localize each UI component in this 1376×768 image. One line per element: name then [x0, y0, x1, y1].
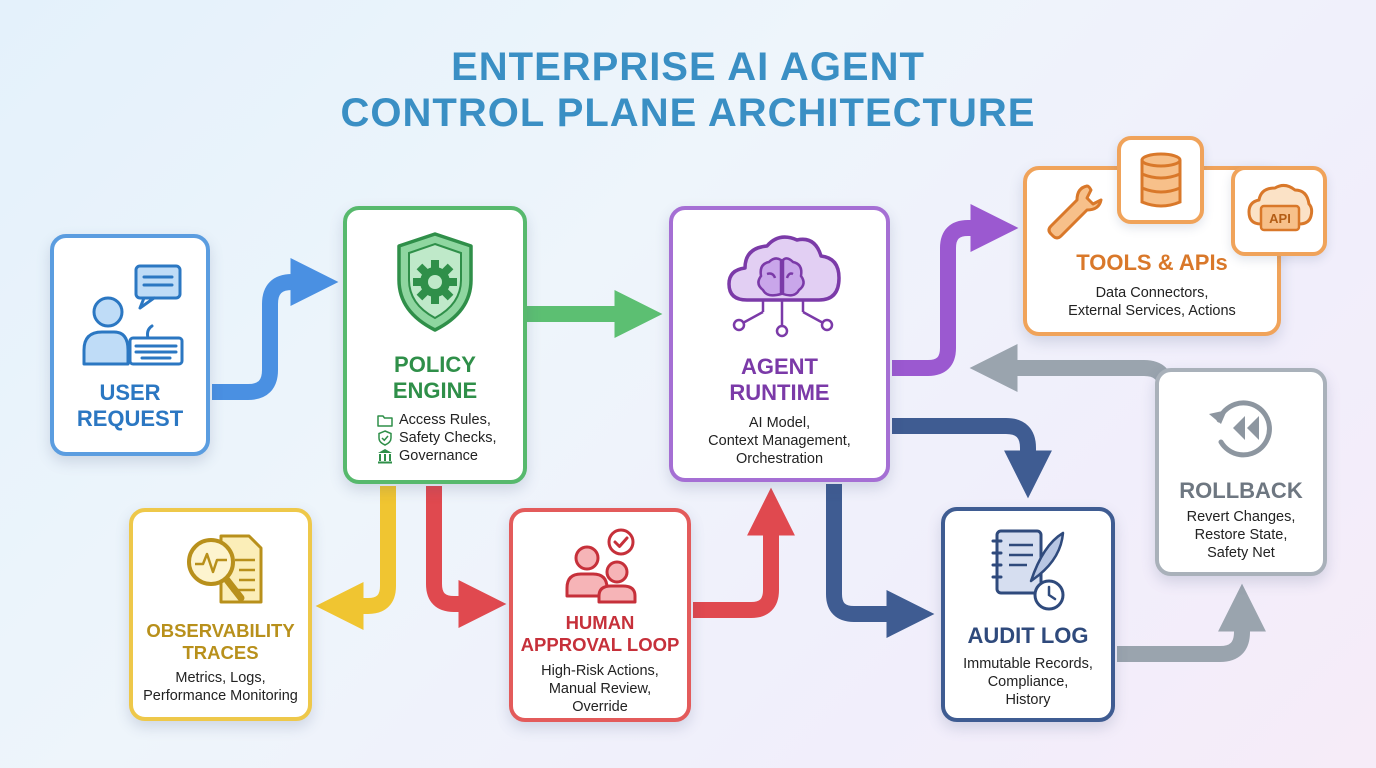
audit-log-desc-line: History	[1005, 692, 1051, 708]
rollback-node: ROLLBACK Revert Changes, Restore State, …	[1155, 368, 1327, 576]
arrow-agent-down-to-audit-log	[826, 484, 935, 638]
brain-cloud-icon	[727, 235, 841, 338]
cloud-api-box: API	[1231, 166, 1327, 256]
notebook-quill-clock-icon	[991, 529, 1065, 611]
human-approval-desc-line: Manual Review,	[548, 681, 652, 697]
audit-log-desc-line: Immutable Records,	[963, 656, 1093, 672]
arrow-agent-to-tools	[892, 204, 1019, 376]
audit-log-node: AUDIT LOG Immutable Records, Compliance,…	[941, 507, 1115, 722]
observability-traces-node: OBSERVABILITY TRACES Metrics, Logs, Perf…	[129, 508, 312, 721]
observability-heading-line-1: OBSERVABILITY	[146, 620, 295, 641]
agent-runtime-desc-line: AI Model,	[748, 415, 811, 431]
human-approval-heading-line-2: APPROVAL LOOP	[520, 634, 680, 655]
policy-item: Governance	[347, 447, 523, 465]
user-with-chat-and-keyboard-icon	[82, 264, 184, 366]
policy-item-safety-checks: Safety Checks,	[399, 430, 497, 446]
agent-runtime-desc-line: Context Management,	[708, 433, 851, 449]
api-badge-text: API	[1269, 211, 1291, 226]
user-request-node: USER REQUEST	[50, 234, 210, 456]
human-approval-loop-node: HUMAN APPROVAL LOOP High-Risk Actions, M…	[509, 508, 691, 722]
cloud-api-icon: API	[1247, 183, 1314, 232]
user-request-heading-line-2: REQUEST	[76, 406, 184, 431]
shield-check-icon	[378, 430, 392, 446]
policy-engine-heading-line-2: ENGINE	[392, 378, 478, 403]
audit-log-description: Immutable Records, Compliance, History	[945, 655, 1111, 709]
policy-item-governance: Governance	[399, 448, 478, 464]
agent-runtime-node: AGENT RUNTIME AI Model, Context Manageme…	[669, 206, 890, 482]
database-icon	[1140, 152, 1182, 208]
policy-engine-heading-line-1: POLICY	[394, 352, 476, 377]
tools-apis-desc-line: Data Connectors,	[1095, 285, 1209, 301]
user-request-heading-line-1: USER	[99, 380, 161, 405]
audit-log-heading: AUDIT LOG	[967, 623, 1089, 648]
people-check-icon	[565, 528, 637, 604]
shield-gear-icon	[397, 232, 473, 332]
policy-engine-heading: POLICY ENGINE	[347, 352, 523, 404]
observability-desc-line: Performance Monitoring	[143, 688, 298, 704]
agent-runtime-heading-line-2: RUNTIME	[729, 380, 830, 405]
wrench-icon	[1047, 184, 1103, 240]
policy-item: Access Rules,	[347, 411, 523, 429]
human-approval-heading-line-1: HUMAN	[565, 612, 635, 633]
arrow-audit-log-to-rollback	[1117, 583, 1266, 662]
tools-apis-description: Data Connectors, External Services, Acti…	[1027, 284, 1277, 320]
database-icon-box	[1117, 136, 1204, 224]
human-approval-desc-line: High-Risk Actions,	[541, 663, 659, 679]
title-line-2: CONTROL PLANE ARCHITECTURE	[340, 91, 1036, 135]
observability-desc-line: Metrics, Logs,	[175, 670, 266, 686]
user-request-heading: USER REQUEST	[54, 380, 206, 432]
rollback-heading: ROLLBACK	[1179, 478, 1303, 503]
policy-item-access-rules: Access Rules,	[399, 412, 491, 428]
rollback-desc-line: Restore State,	[1194, 527, 1288, 543]
human-approval-desc-line: Override	[572, 699, 628, 715]
arrow-user-to-policy	[212, 258, 339, 400]
arrow-policy-to-human-approval	[426, 486, 507, 628]
tools-apis-heading: TOOLS & APIs	[1076, 250, 1228, 275]
arrow-human-approval-to-agent	[693, 487, 795, 618]
rollback-description: Revert Changes, Restore State, Safety Ne…	[1159, 508, 1323, 562]
rewind-arrow-icon	[1209, 400, 1272, 458]
human-approval-heading: HUMAN APPROVAL LOOP	[513, 612, 687, 656]
government-building-icon	[378, 449, 392, 464]
arrow-agent-to-audit-log	[892, 418, 1052, 499]
arrow-policy-to-observability	[315, 486, 396, 630]
policy-engine-items: Access Rules, Safety Checks, Governance	[347, 411, 523, 465]
agent-runtime-desc-line: Orchestration	[735, 451, 824, 467]
policy-item: Safety Checks,	[347, 429, 523, 447]
observability-heading-line-2: TRACES	[182, 642, 259, 663]
arrow-rollback-to-agent	[969, 344, 1174, 400]
agent-runtime-heading: AGENT RUNTIME	[673, 354, 886, 406]
observability-heading: OBSERVABILITY TRACES	[133, 620, 308, 664]
rollback-desc-line: Safety Net	[1207, 545, 1275, 561]
audit-log-desc-line: Compliance,	[987, 674, 1069, 690]
folder-icon	[377, 415, 393, 427]
title-line-1: ENTERPRISE AI AGENT	[451, 45, 925, 89]
diagram-title: ENTERPRISE AI AGENT CONTROL PLANE ARCHIT…	[0, 44, 1376, 136]
tools-apis-desc-line: External Services, Actions	[1068, 303, 1236, 319]
rollback-desc-line: Revert Changes,	[1186, 509, 1296, 525]
agent-runtime-heading-line-1: AGENT	[741, 354, 818, 379]
agent-runtime-description: AI Model, Context Management, Orchestrat…	[673, 414, 886, 468]
magnifier-report-icon	[187, 534, 263, 604]
observability-description: Metrics, Logs, Performance Monitoring	[133, 669, 308, 705]
policy-engine-node: POLICY ENGINE Access Rules, Safety Check…	[343, 206, 527, 484]
human-approval-description: High-Risk Actions, Manual Review, Overri…	[513, 662, 687, 716]
